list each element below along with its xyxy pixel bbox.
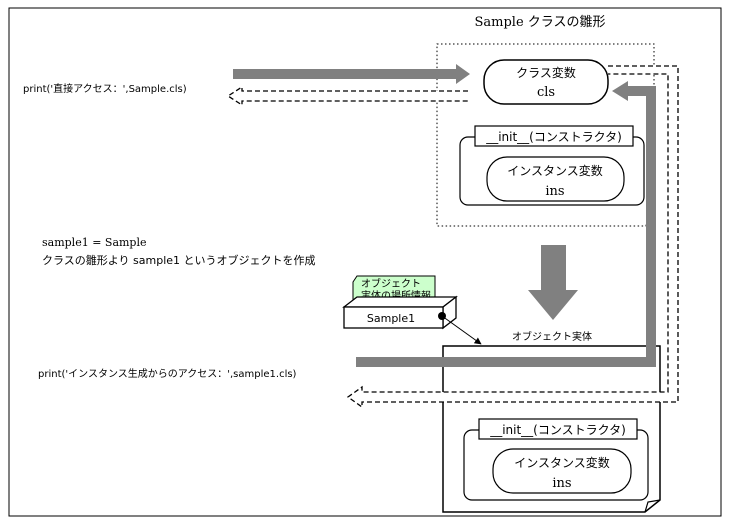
template-constructor-tab bbox=[474, 125, 634, 147]
direct-access-code: print('直接アクセス：',Sample.cls) bbox=[23, 82, 187, 95]
instantiation-arrow bbox=[528, 245, 578, 320]
direct-access-return-arrow bbox=[226, 85, 468, 107]
object-constructor-tab bbox=[478, 418, 638, 440]
direct-access-arrow bbox=[233, 64, 470, 84]
object-instance-variable-name: ins bbox=[552, 476, 571, 491]
variable-box-top bbox=[342, 296, 458, 308]
template-instance-variable-name: ins bbox=[545, 184, 564, 199]
class-variable-label: クラス変数 bbox=[516, 65, 576, 80]
object-entity-fold bbox=[644, 499, 661, 513]
instance-access-return-arrow bbox=[346, 65, 679, 409]
instantiation-line2: クラスの雛形より sample1 というオブジェクトを作成 bbox=[42, 253, 316, 267]
template-constructor-label: __init__(コンストラクタ) bbox=[485, 130, 622, 144]
template-instance-variable-label: インスタンス変数 bbox=[507, 163, 603, 178]
reference-pointer bbox=[441, 315, 482, 345]
object-constructor-label: __init__(コンストラクタ) bbox=[489, 423, 626, 437]
object-entity-label: オブジェクト実体 bbox=[512, 330, 592, 343]
instantiation-line1: sample1 = Sample bbox=[42, 236, 147, 249]
class-variable-name: cls bbox=[537, 85, 555, 100]
template-instance-variable-box bbox=[486, 156, 625, 202]
variable-name: Sample1 bbox=[367, 312, 415, 325]
object-instance-variable-label: インスタンス変数 bbox=[514, 455, 610, 470]
instance-access-code: print('インスタンス生成からのアクセス：',sample1.cls) bbox=[38, 367, 297, 380]
object-instance-variable-box bbox=[492, 448, 632, 494]
reference-note-line1: オブジェクト bbox=[361, 277, 421, 290]
class-variable-box bbox=[483, 59, 609, 105]
diagram-title: Sample クラスの雛形 bbox=[474, 15, 605, 30]
